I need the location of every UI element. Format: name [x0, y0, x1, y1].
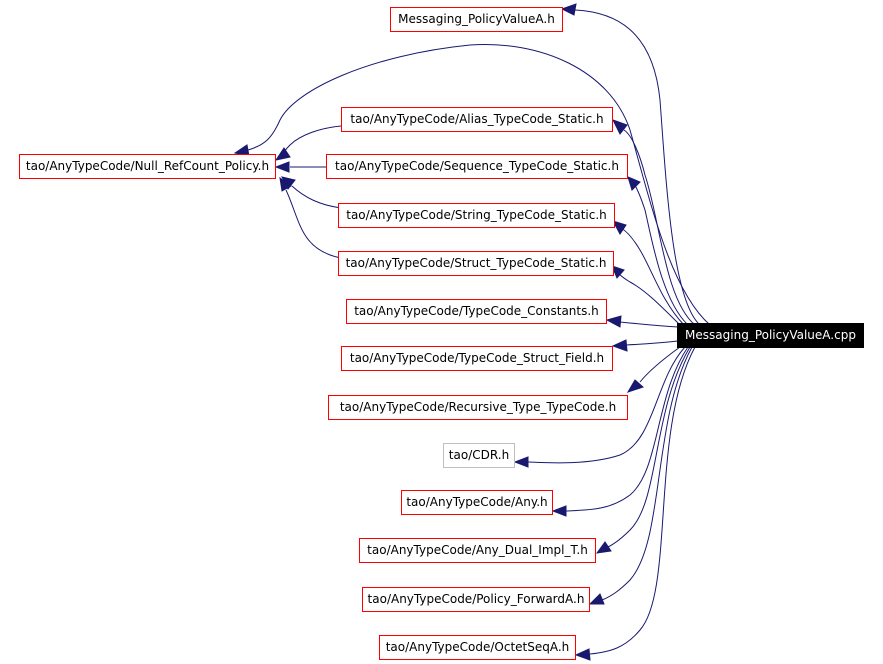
arrowhead-messaging-policyvaluea-h: [560, 3, 577, 16]
node-policy-forwarda-h[interactable]: tao/AnyTypeCode/Policy_ForwardA.h: [362, 587, 590, 612]
node-octetseqa-h[interactable]: tao/AnyTypeCode/OctetSeqA.h: [379, 635, 576, 660]
node-string-typecode-static-h[interactable]: tao/AnyTypeCode/String_TypeCode_Static.h: [338, 203, 615, 228]
edge-root-to-policy-forwarda-h: [601, 346, 693, 601]
node-alias-typecode-static-h[interactable]: tao/AnyTypeCode/Alias_TypeCode_Static.h: [341, 107, 613, 132]
edge-root-to-octetseqa-h: [589, 346, 696, 655]
edge-root-to-string-typecode-static-h: [620, 227, 685, 326]
node-recursive-type-typecode-h[interactable]: tao/AnyTypeCode/Recursive_Type_TypeCode.…: [328, 395, 628, 420]
arrowhead-null-refcount-from-struct: [279, 176, 292, 192]
edge-root-to-sequence-typecode-static-h: [633, 183, 689, 326]
edge-root-to-alias-typecode-static-h: [623, 129, 696, 326]
edge-root-to-cdr-h: [527, 346, 686, 464]
node-typecode-struct-field-h[interactable]: tao/AnyTypeCode/TypeCode_Struct_Field.h: [341, 346, 613, 371]
arrowhead-null-refcount-from-sequence: [274, 161, 290, 173]
arrowhead-cdr-h: [513, 456, 529, 468]
node-null-refcount-policy-h[interactable]: tao/AnyTypeCode/Null_RefCount_Policy.h: [19, 154, 276, 179]
arrowhead-sequence-typecode-static-h: [627, 176, 641, 191]
edge-string-to-null-refcount-policy-h: [291, 185, 342, 209]
arrowhead-null-refcount-from-alias: [274, 147, 291, 161]
edge-root-to-struct-typecode-static-h: [617, 272, 681, 326]
edge-root-to-null-refcount-policy-h: [247, 43, 711, 326]
node-struct-typecode-static-h[interactable]: tao/AnyTypeCode/Struct_TypeCode_Static.h: [338, 251, 614, 276]
edge-struct-to-null-refcount-policy-h: [285, 189, 342, 259]
edge-root-to-typecode-struct-field-h: [625, 340, 679, 346]
edge-root-to-any-dual-impl-t-h: [607, 346, 691, 548]
node-cdr-h[interactable]: tao/CDR.h: [443, 443, 515, 468]
node-messaging-policyvaluea-h[interactable]: Messaging_PolicyValueA.h: [390, 7, 563, 32]
edge-root-to-any-h: [565, 346, 689, 512]
arrowhead-octetseqa-h: [574, 648, 591, 661]
node-typecode-constants-h[interactable]: tao/AnyTypeCode/TypeCode_Constants.h: [346, 299, 607, 324]
arrowhead-policy-forwarda-h: [588, 593, 605, 605]
edge-alias-to-null-refcount-policy-h: [281, 125, 342, 157]
arrowhead-recursive-type-typecode-h: [626, 379, 644, 393]
arrowhead-typecode-constants-h: [605, 315, 622, 328]
arrowhead-any-h: [551, 505, 567, 517]
arrowhead-typecode-struct-field-h: [611, 339, 628, 352]
edge-root-to-typecode-constants-h: [619, 321, 679, 328]
node-root-messaging-policyvaluea-cpp: Messaging_PolicyValueA.cpp: [677, 323, 864, 348]
node-any-h[interactable]: tao/AnyTypeCode/Any.h: [401, 490, 553, 515]
arrowhead-struct-typecode-static-h: [611, 265, 625, 279]
arrowhead-any-dual-impl-t-h: [595, 541, 612, 554]
edge-root-to-recursive-type-typecode-h: [639, 346, 681, 383]
arrowhead-alias-typecode-static-h: [611, 119, 628, 135]
node-sequence-typecode-static-h[interactable]: tao/AnyTypeCode/Sequence_TypeCode_Static…: [326, 154, 628, 179]
node-any-dual-impl-t-h[interactable]: tao/AnyTypeCode/Any_Dual_Impl_T.h: [359, 538, 596, 563]
arrowhead-string-typecode-static-h: [611, 220, 627, 235]
